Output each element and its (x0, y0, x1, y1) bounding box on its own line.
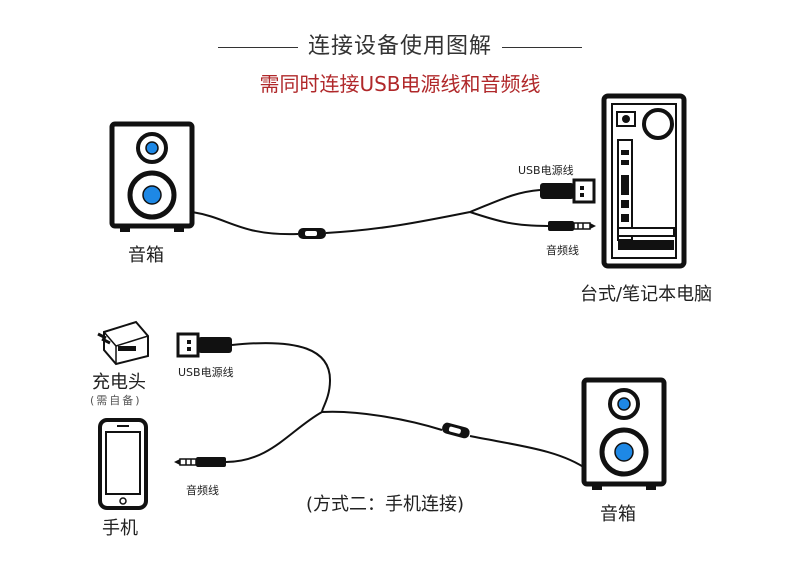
top-audio-jack-icon (548, 221, 596, 231)
title-rule-left (217, 46, 298, 48)
speaker-top-label: 音箱 (128, 245, 164, 266)
top-audio-branch (469, 211, 549, 227)
bottom-usb-cable (231, 342, 332, 413)
bottom-audio-cable (225, 411, 323, 463)
title-rule-right (502, 46, 582, 48)
speaker-bottom-icon (581, 377, 667, 490)
bottom-usb-label: USB电源线 (178, 366, 234, 379)
top-usb-label: USB电源线 (518, 164, 574, 177)
charger-note: (需自备) (90, 394, 142, 407)
top-usb-plug-icon (540, 178, 596, 204)
bottom-cable-to-switch (321, 410, 443, 431)
top-inline-switch (298, 228, 326, 239)
bottom-audio-jack-icon (174, 457, 226, 467)
diagram-title: 连接设备使用图解 (0, 28, 800, 60)
top-audio-label: 音频线 (546, 244, 579, 257)
computer-tower-icon (601, 93, 687, 269)
speaker-bottom-label: 音箱 (600, 504, 636, 525)
computer-label: 台式/笔记本电脑 (580, 284, 713, 305)
top-usb-branch (469, 189, 541, 213)
bottom-cable-to-speaker (469, 435, 589, 471)
charger-label: 充电头 (92, 372, 146, 393)
top-main-cable (191, 211, 299, 236)
phone-label: 手机 (102, 518, 138, 539)
bottom-audio-label: 音频线 (186, 484, 219, 497)
method-label: (方式二：手机连接) (306, 494, 465, 515)
bottom-inline-switch (442, 422, 470, 439)
title-text: 连接设备使用图解 (307, 34, 492, 59)
diagram-subtitle: 需同时连接USB电源线和音频线 (259, 72, 541, 96)
phone-icon (98, 418, 148, 510)
top-cable-to-split (325, 211, 471, 234)
speaker-top-icon (109, 121, 195, 232)
bottom-usb-plug-icon (176, 332, 232, 358)
charger-icon (97, 320, 149, 366)
